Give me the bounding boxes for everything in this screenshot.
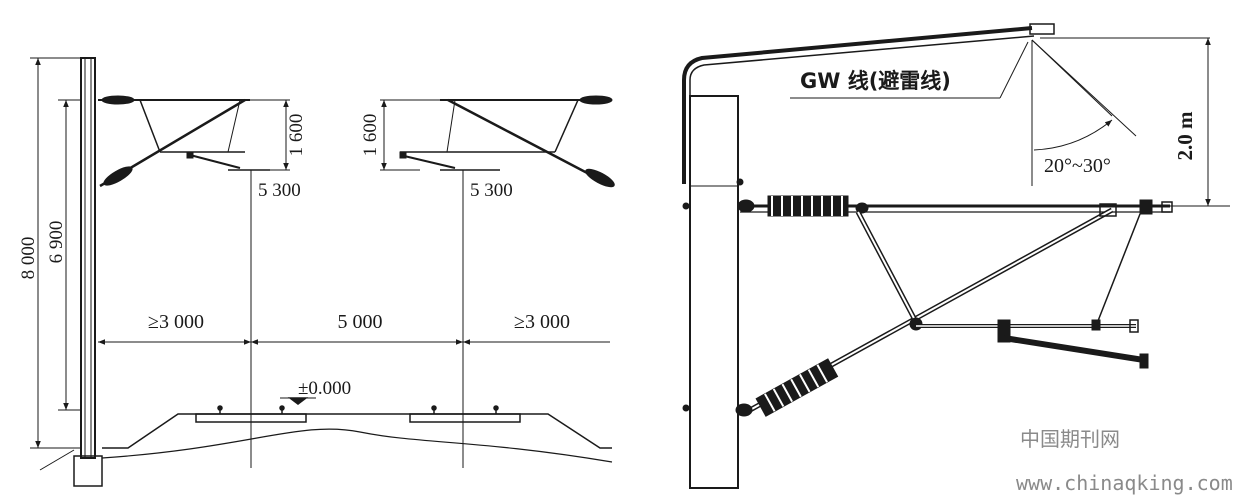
right-cantilever-diagram — [682, 23, 1230, 489]
height-dimensions — [30, 57, 81, 449]
upper-insulator — [737, 195, 1173, 217]
angle-label: 20°~30° — [1044, 155, 1111, 177]
left-mast — [39, 57, 103, 487]
gw-wire-label: GW 线(避雷线) — [800, 69, 951, 93]
height-label-overall: 8 000 — [18, 237, 39, 280]
track-bed — [101, 397, 613, 463]
bracket-drop-left-label: 1 600 — [286, 114, 307, 157]
span-right-label: ≥3 000 — [514, 311, 570, 333]
span-left-label: ≥3 000 — [148, 311, 204, 333]
height-label-wire: 6 900 — [46, 221, 67, 264]
protection-angle — [1031, 39, 1137, 186]
height-label: 2.0 m — [1173, 111, 1197, 161]
rail-level-label: ±0.000 — [298, 378, 351, 399]
track-offset-right-label: 5 300 — [470, 180, 513, 201]
watermark-cn: 中国期刊网 — [1020, 427, 1120, 451]
left-cantilever-bracket — [98, 95, 290, 188]
track-offset-left-label: 5 300 — [258, 180, 301, 201]
ground-wire-support — [682, 23, 1055, 184]
register-assembly — [855, 210, 1149, 369]
right-cantilever-bracket — [380, 95, 615, 188]
lower-insulator — [755, 358, 839, 417]
watermark-url: www.chinaqking.com — [1016, 471, 1233, 495]
height-dimension-2m — [1040, 37, 1230, 207]
track-centre-lines — [250, 170, 464, 468]
bracket-drop-right-label: 1 600 — [360, 114, 381, 157]
right-mast — [682, 95, 744, 489]
left-cross-section-diagram — [30, 57, 615, 487]
span-center-label: 5 000 — [338, 311, 383, 333]
